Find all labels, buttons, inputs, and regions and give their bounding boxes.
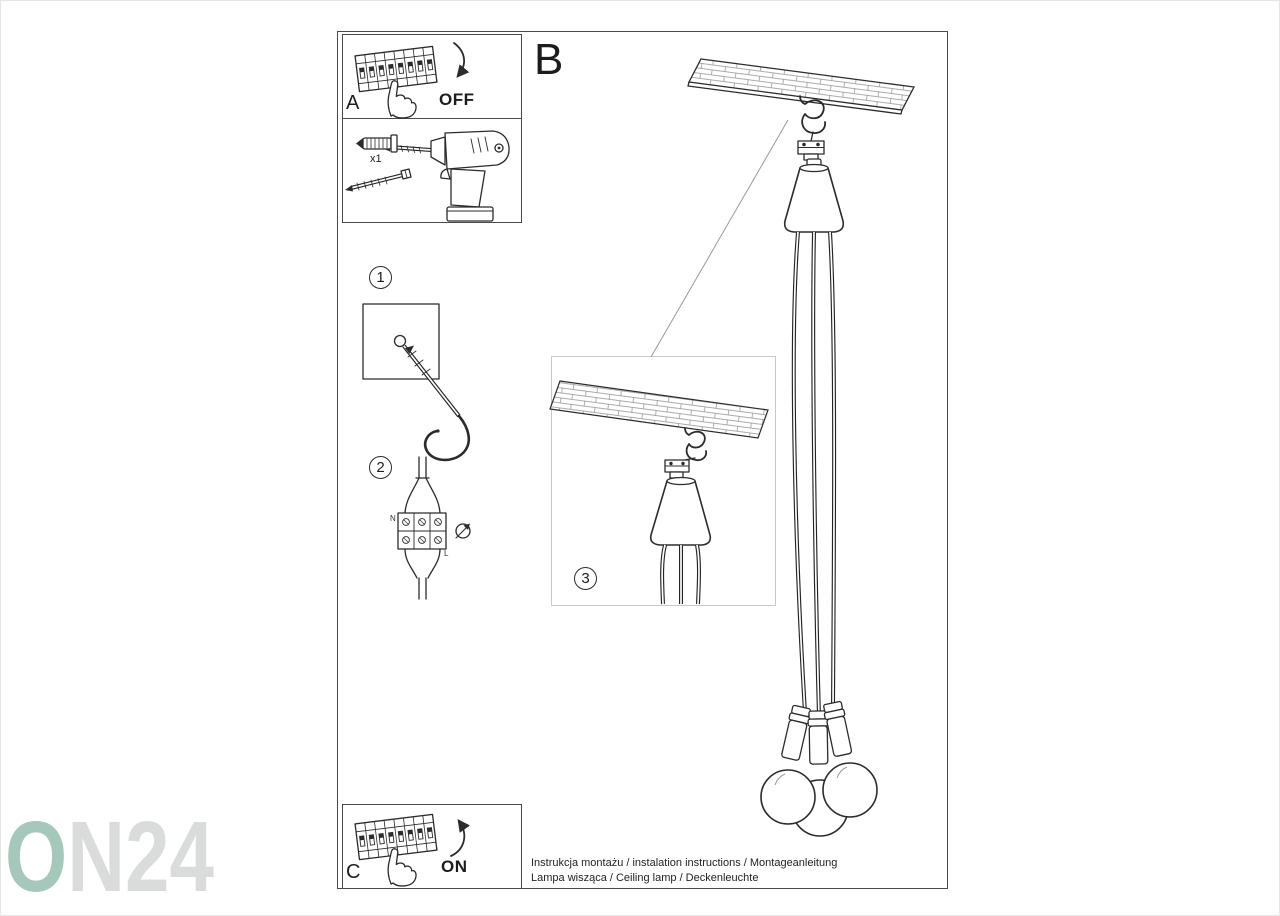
tools-illustration [345,130,510,222]
step-1-number: 1 [376,269,385,286]
neutral-wire-label: N [390,514,396,523]
off-arrow-icon [453,42,470,78]
panel-c-illustration [354,813,470,887]
detail-connector-line [650,119,789,358]
step-2-badge: 2 [369,456,392,479]
bulb-left [760,769,816,825]
live-wire-label: L [444,549,449,558]
main-lamp-illustration [687,58,916,837]
step-2-number: 2 [376,459,385,476]
panel-a-label: A [346,92,360,114]
step-1-badge: 1 [369,266,392,289]
lamp-socket-right [823,700,853,757]
lamp-socket-left [781,704,811,761]
on-arrow-icon [450,818,470,857]
canopy-cone [783,167,845,233]
tighten-screw-icon [455,523,471,539]
on-label: ON [441,857,468,876]
footer-line-2: Lampa wisząca / Ceiling lamp / Deckenleu… [531,872,759,884]
lamp-socket-middle [807,710,829,765]
ceiling-hook-icon [799,95,826,134]
step2-illustration [397,456,471,600]
step1-illustration [362,303,471,462]
off-label: OFF [439,90,475,109]
bulb-right [822,762,878,818]
watermark: ON24 [5,801,214,913]
step-3-number: 3 [581,570,590,587]
panel-b-label: B [534,35,564,84]
footer-line-1: Instrukcja montażu / instalation instruc… [531,857,838,869]
panel-a-illustration [354,42,470,119]
inset-detail-illustration [549,380,769,605]
panel-c-label: C [346,861,361,883]
step-3-badge: 3 [574,567,597,590]
footer: Instrukcja montażu / instalation instruc… [531,856,837,886]
quantity-label: x1 [370,153,382,165]
